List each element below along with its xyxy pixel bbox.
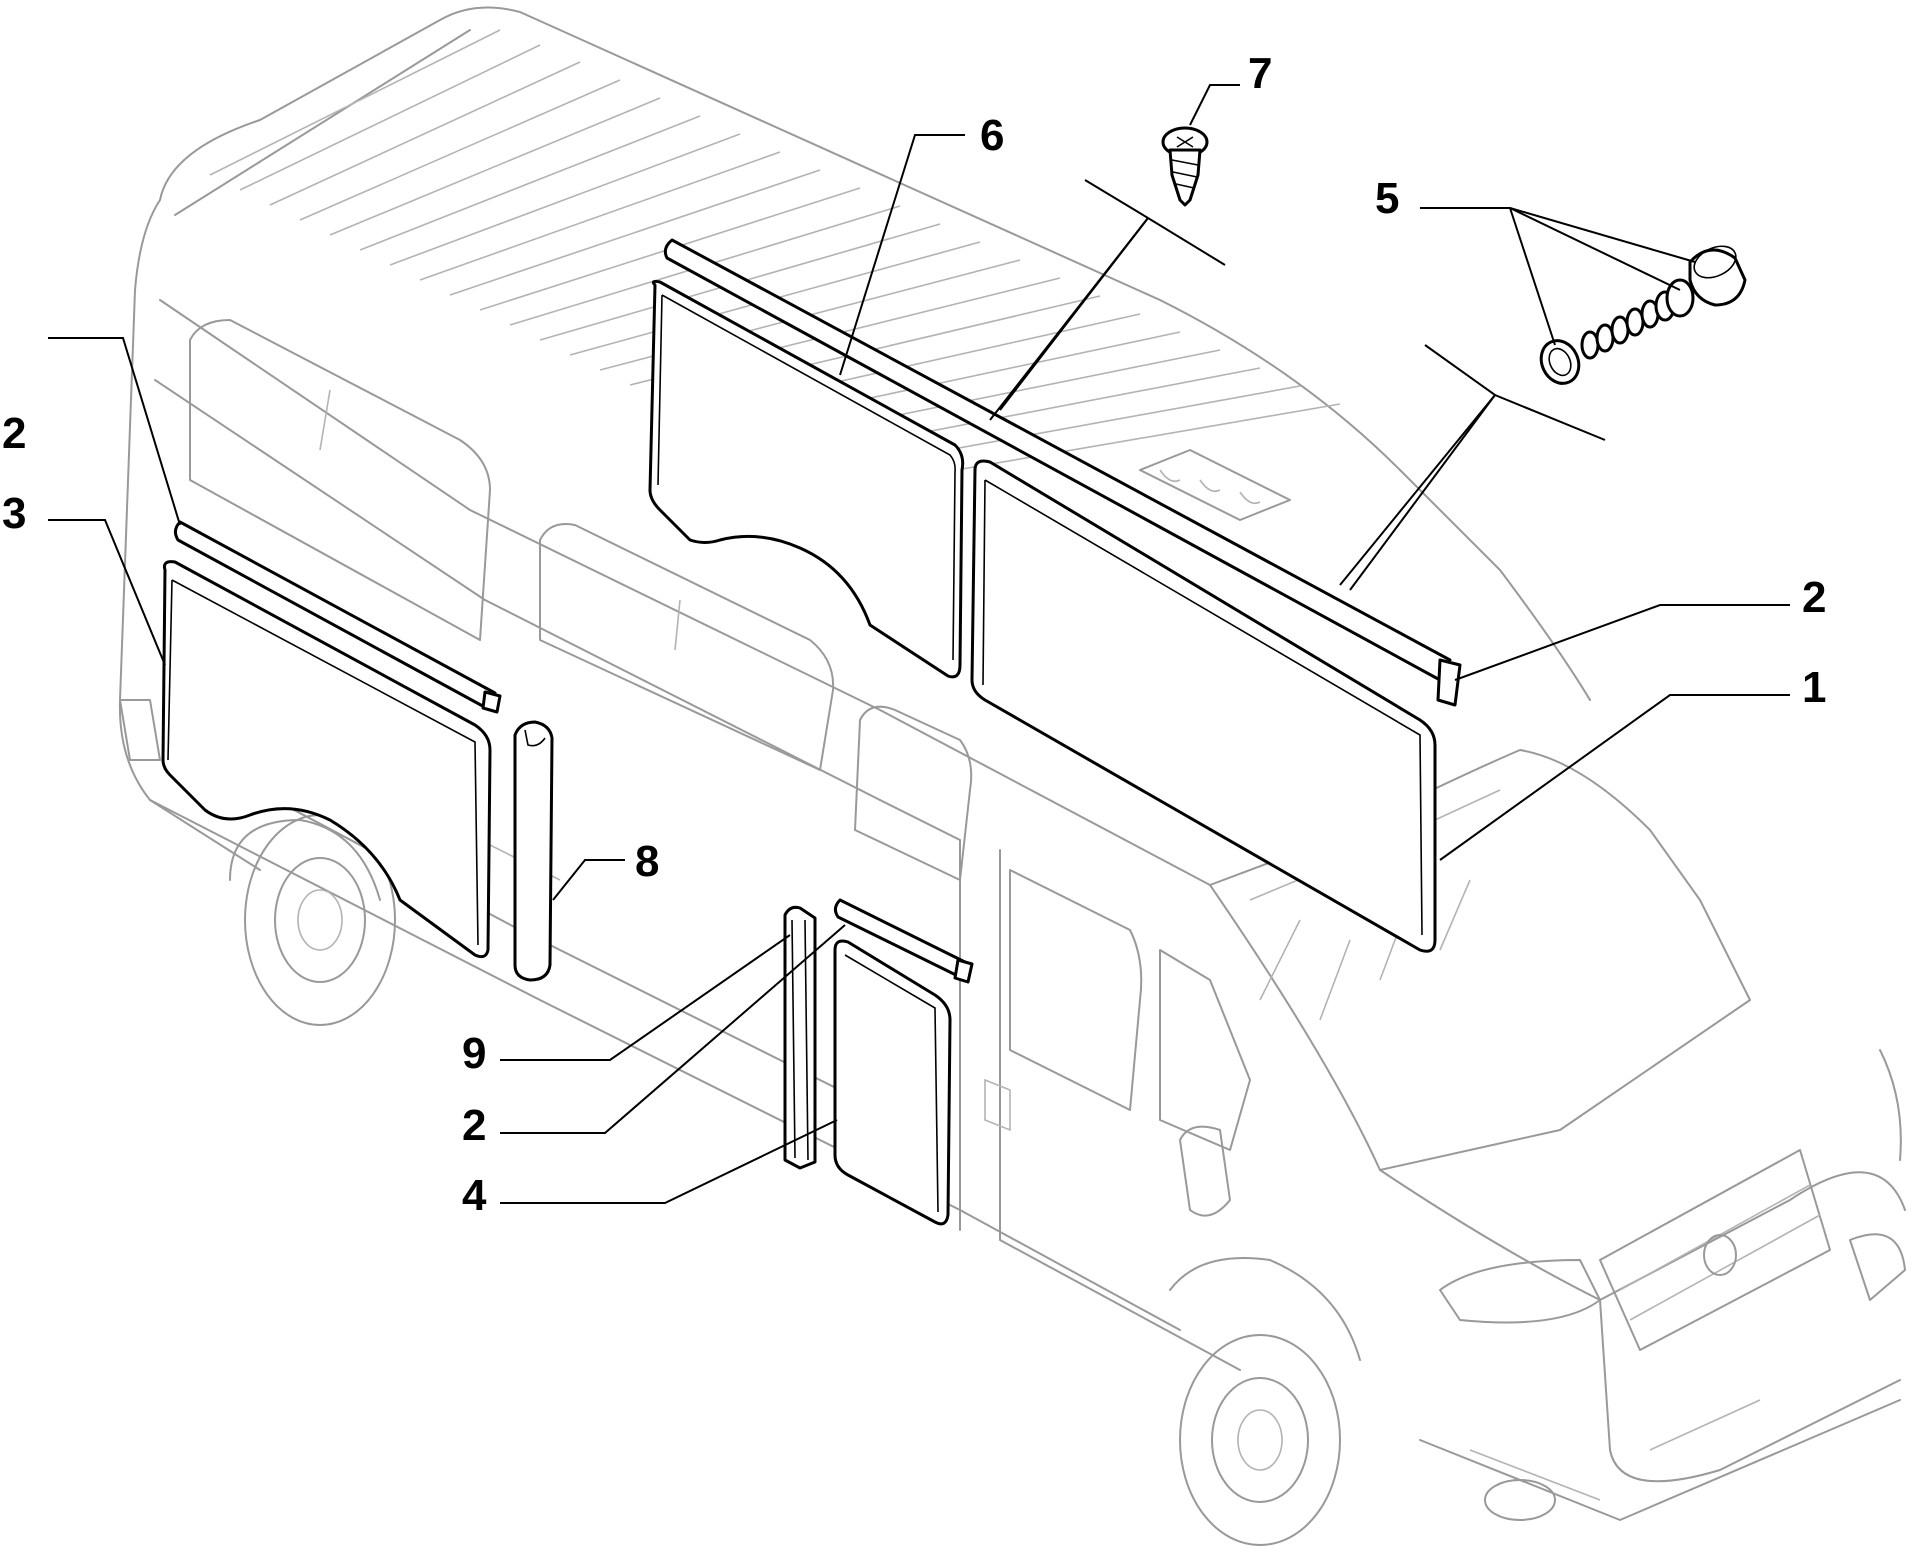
part-7-screw-icon bbox=[1161, 126, 1209, 207]
callout-6: 6 bbox=[980, 111, 1004, 160]
part-2-lower-channel-strip bbox=[833, 898, 974, 984]
cap bbox=[1688, 245, 1747, 307]
part-1-large-side-window bbox=[970, 459, 1437, 953]
callout-4: 4 bbox=[462, 1171, 487, 1220]
callout-1: 1 bbox=[1802, 663, 1826, 712]
callout-9: 9 bbox=[462, 1029, 486, 1078]
callout-2-right: 2 bbox=[1802, 573, 1826, 622]
callout-2-lower: 2 bbox=[462, 1101, 486, 1150]
part-2-top-channel-strip bbox=[663, 238, 1462, 707]
part-6-middle-window-panel bbox=[648, 279, 965, 679]
reference-lines bbox=[989, 179, 1606, 591]
part-8-vertical-trim-profile bbox=[513, 720, 554, 982]
callout-7: 7 bbox=[1248, 49, 1272, 98]
callout-5: 5 bbox=[1375, 174, 1399, 223]
part-5-bolt-set-icon bbox=[1539, 245, 1747, 385]
part-2-left-channel-strip bbox=[173, 520, 502, 714]
part-4-door-window-panel bbox=[833, 939, 952, 1226]
bolt-shank bbox=[1580, 278, 1695, 360]
part-9-door-edge-profile bbox=[783, 905, 817, 1170]
callout-8: 8 bbox=[635, 837, 659, 886]
leader-lines bbox=[48, 84, 1790, 1204]
callout-3: 3 bbox=[2, 489, 26, 538]
part-3-rear-side-window bbox=[161, 560, 492, 959]
callout-labels: 7 6 5 2 3 2 1 8 9 2 4 bbox=[2, 49, 1826, 1220]
front-wheel bbox=[1169, 1257, 1361, 1546]
callout-2-left: 2 bbox=[2, 409, 26, 458]
